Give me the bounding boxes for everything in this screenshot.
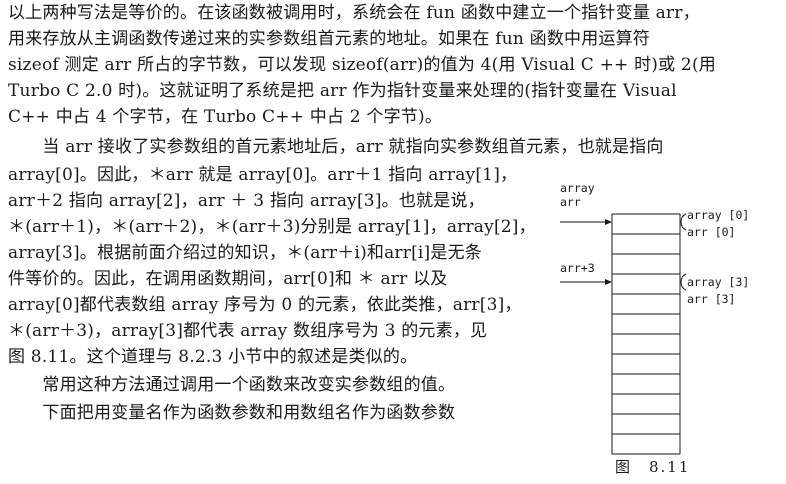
- array-cell: [611, 313, 681, 335]
- annot-array-0: array [0]: [687, 208, 749, 222]
- text-line-7: array[0]。因此，＊arr 就是 array[0]。arr＋1 指向 ar…: [8, 165, 518, 185]
- text-line-15: 常用这种方法通过调用一个函数来改变实参数组的值。: [8, 375, 456, 395]
- brace-top: [680, 213, 687, 231]
- text-line-6: 当 arr 接收了实参数组的首元素地址后，arr 就指向实参数组首元素，也就是指…: [8, 137, 664, 157]
- arr-arrow-head: [605, 219, 612, 225]
- text-line-9: ＊(arr＋1)，＊(arr＋2)，＊(arr＋3)分别是 array[1]，a…: [8, 217, 536, 237]
- brace-mid: [680, 273, 687, 291]
- array-cell: [611, 253, 681, 275]
- annot-array-3: array [3]: [687, 275, 749, 289]
- label-array: array: [560, 181, 595, 195]
- figure-caption: 图 8.11: [615, 458, 691, 476]
- text-line-4: Turbo C 2.0 时)。这就证明了系统是把 arr 作为指针变量来处理的(…: [8, 81, 677, 101]
- array-pointer-figure: array arr arr+3 array [0] arr [0] array …: [560, 181, 749, 455]
- arr3-arrow-head: [605, 279, 612, 285]
- text-line-5: C++ 中占 4 个字节，在 Turbo C++ 中占 2 个字节)。: [8, 107, 443, 127]
- array-cell: [611, 293, 681, 315]
- array-cell: [611, 433, 681, 455]
- text-line-1: 以上两种写法是等价的。在该函数被调用时，系统会在 fun 函数中建立一个指针变量…: [8, 3, 700, 23]
- array-cell: [611, 333, 681, 355]
- text-line-16: 下面把用变量名作为函数参数和用数组名作为函数参数: [8, 403, 456, 423]
- text-line-2: 用来存放从主调函数传递过来的实参数组首元素的地址。如果在 fun 函数中用运算符: [8, 29, 650, 49]
- text-line-3: sizeof 测定 arr 所占的字节数，可以发现 sizeof(arr)的值为…: [8, 55, 716, 75]
- text-line-12: array[0]都代表数组 array 序号为 0 的元素，依此类推，arr[3…: [8, 295, 522, 315]
- annot-arr-0: arr [0]: [687, 225, 735, 239]
- text-line-14: 图 8.11。这个道理与 8.2.3 小节中的叙述是类似的。: [8, 347, 418, 367]
- label-arr-plus-3: arr+3: [560, 261, 595, 275]
- array-cell: [611, 273, 681, 295]
- array-cell: [611, 213, 681, 235]
- label-arr: arr: [560, 195, 581, 209]
- text-line-11: 件等价的。因此，在调用函数期间，arr[0]和 ＊ arr 以及: [8, 269, 448, 289]
- text-line-10: array[3]。根据前面介绍过的知识，＊(arr＋i)和arr[i]是无条: [8, 243, 482, 263]
- array-cell: [611, 393, 681, 415]
- array-cell: [611, 233, 681, 255]
- annot-arr-3: arr [3]: [687, 292, 735, 306]
- array-cell: [611, 353, 681, 375]
- text-line-8: arr＋2 指向 array[2]，arr ＋ 3 指向 array[3]。也就…: [8, 191, 485, 211]
- array-cells: [611, 213, 681, 455]
- array-cell: [611, 373, 681, 395]
- text-line-13: ＊(arr＋3)，array[3]都代表 array 数组序号为 3 的元素，见: [8, 321, 488, 341]
- array-cell: [611, 413, 681, 435]
